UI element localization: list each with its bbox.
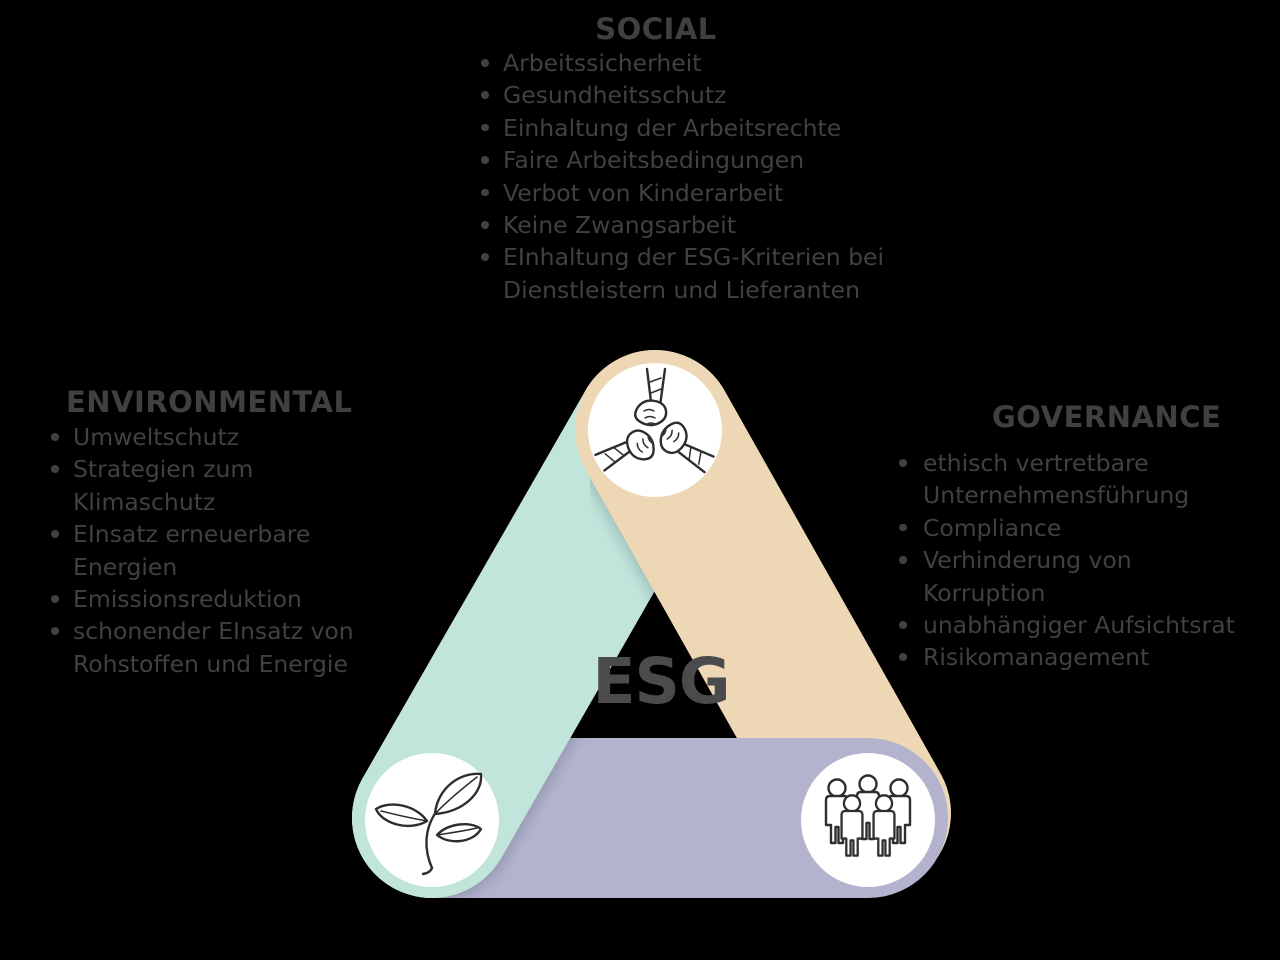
governance-heading: GOVERNANCE	[992, 400, 1222, 434]
list-item: Emissionsreduktion	[47, 583, 467, 615]
governance-list: ethisch vertretbare Unternehmensführung …	[895, 447, 1280, 674]
list-item: Umweltschutz	[47, 421, 467, 453]
list-item: Faire Arbeitsbedingungen	[477, 144, 937, 176]
environmental-heading: ENVIRONMENTAL	[66, 385, 353, 419]
list-item: Compliance	[895, 512, 1280, 544]
list-item: EInsatz erneuerbare Energien	[47, 518, 467, 583]
list-item: Risikomanagement	[895, 641, 1280, 673]
list-item: EInhaltung der ESG-Kriterien bei Dienstl…	[477, 241, 937, 306]
list-item: unabhängiger Aufsichtsrat	[895, 609, 1280, 641]
list-item: Einhaltung der Arbeitsrechte	[477, 112, 937, 144]
social-list: Arbeitssicherheit Gesundheitsschutz Einh…	[477, 47, 937, 306]
list-item: Gesundheitsschutz	[477, 79, 937, 111]
list-item: Verhinderung von Korruption	[895, 544, 1280, 609]
environmental-bar-cap	[352, 608, 645, 898]
list-item: Arbeitssicherheit	[477, 47, 937, 79]
list-item: Strategien zum Klimaschutz	[47, 453, 467, 518]
list-item: Verbot von Kinderarbeit	[477, 177, 937, 209]
environmental-list: Umweltschutz Strategien zum Klimaschutz …	[47, 421, 467, 680]
list-item: ethisch vertretbare Unternehmensführung	[895, 447, 1280, 512]
list-item: Keine Zwangsarbeit	[477, 209, 937, 241]
leaf-icon	[374, 772, 483, 876]
social-heading: SOCIAL	[595, 12, 717, 46]
list-item: schonender EInsatz von Rohstoffen und En…	[47, 615, 467, 680]
social-icon-circle	[588, 363, 722, 497]
esg-center-label: ESG	[592, 645, 730, 718]
